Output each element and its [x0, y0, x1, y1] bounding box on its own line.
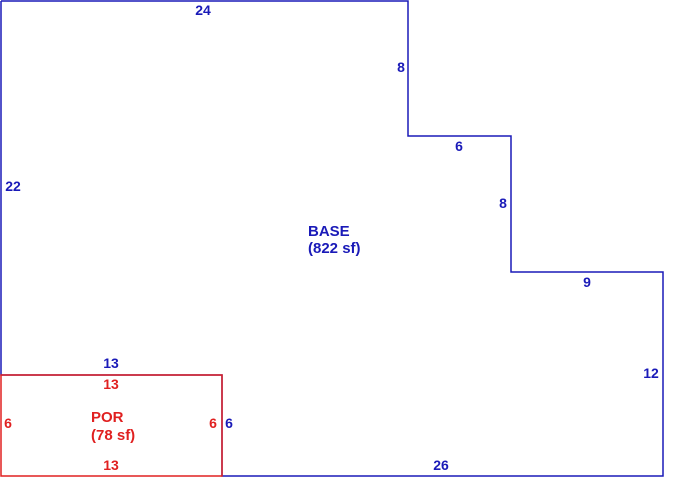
porch-dim-top: 13 — [103, 376, 119, 392]
base-dim-lower-run: 9 — [583, 274, 591, 290]
porch-dim-left: 6 — [4, 415, 12, 431]
porch-dim-right: 6 — [209, 415, 217, 431]
base-dim-bottom: 26 — [433, 457, 449, 473]
porch-dim-bottom: 13 — [103, 457, 119, 473]
base-dim-middle-run: 6 — [455, 138, 463, 154]
base-dim-middle-step: 8 — [499, 195, 507, 211]
base-dim-porch-top: 13 — [103, 355, 119, 371]
porch-area-label: (78 sf) — [91, 427, 135, 444]
porch-outline — [0, 374, 223, 477]
base-dim-top: 24 — [195, 2, 211, 18]
base-area-label: (822 sf) — [308, 240, 361, 257]
base-name-label: BASE — [308, 223, 350, 240]
base-dim-right: 12 — [643, 365, 659, 381]
base-dim-left: 22 — [5, 178, 21, 194]
base-dim-porch-right: 6 — [225, 415, 233, 431]
base-dim-upper-right-step: 8 — [397, 59, 405, 75]
porch-name-label: POR — [91, 409, 124, 426]
